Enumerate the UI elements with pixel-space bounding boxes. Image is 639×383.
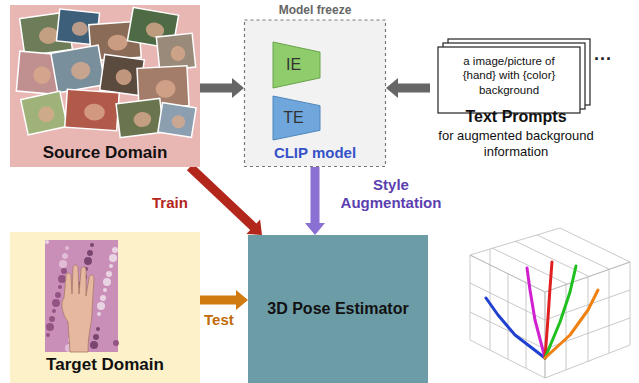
node-box: a image/picture of {hand} with {color} b…: [430, 35, 602, 172]
node-text: for augmented background information: [438, 128, 594, 159]
image-collage: [10, 5, 200, 167]
freeze-frame: [244, 3, 386, 167]
edge-label: Test: [204, 311, 234, 328]
connector: [187, 164, 262, 235]
node-box: 3D Pose Estimator: [248, 235, 428, 383]
node-box: TE: [273, 96, 320, 140]
node-box: Target Domain: [10, 232, 200, 383]
node-box: IE: [273, 42, 320, 88]
node-box: Source Domain: [10, 5, 200, 167]
note-label: ...: [594, 44, 612, 65]
node-text: IE: [286, 56, 301, 74]
node-text: TE: [283, 109, 303, 127]
node-text: Model freeze: [279, 3, 352, 17]
connector: [200, 78, 244, 98]
connector: [305, 167, 325, 235]
node-text: CLIP model: [274, 144, 356, 161]
node-text: Text Prompts: [430, 108, 602, 126]
connector: [386, 78, 430, 98]
edge-label: Style Augmentation: [330, 176, 452, 212]
node-text: a image/picture of {hand} with {color} b…: [450, 54, 568, 97]
edge-label: Train: [152, 194, 188, 211]
node-text: Target Domain: [46, 355, 164, 375]
connector: [200, 290, 248, 310]
node-box: Model freezeCLIP model IE TE: [244, 3, 386, 167]
node-text: 3D Pose Estimator: [267, 300, 408, 318]
node-text: Source Domain: [43, 143, 168, 163]
